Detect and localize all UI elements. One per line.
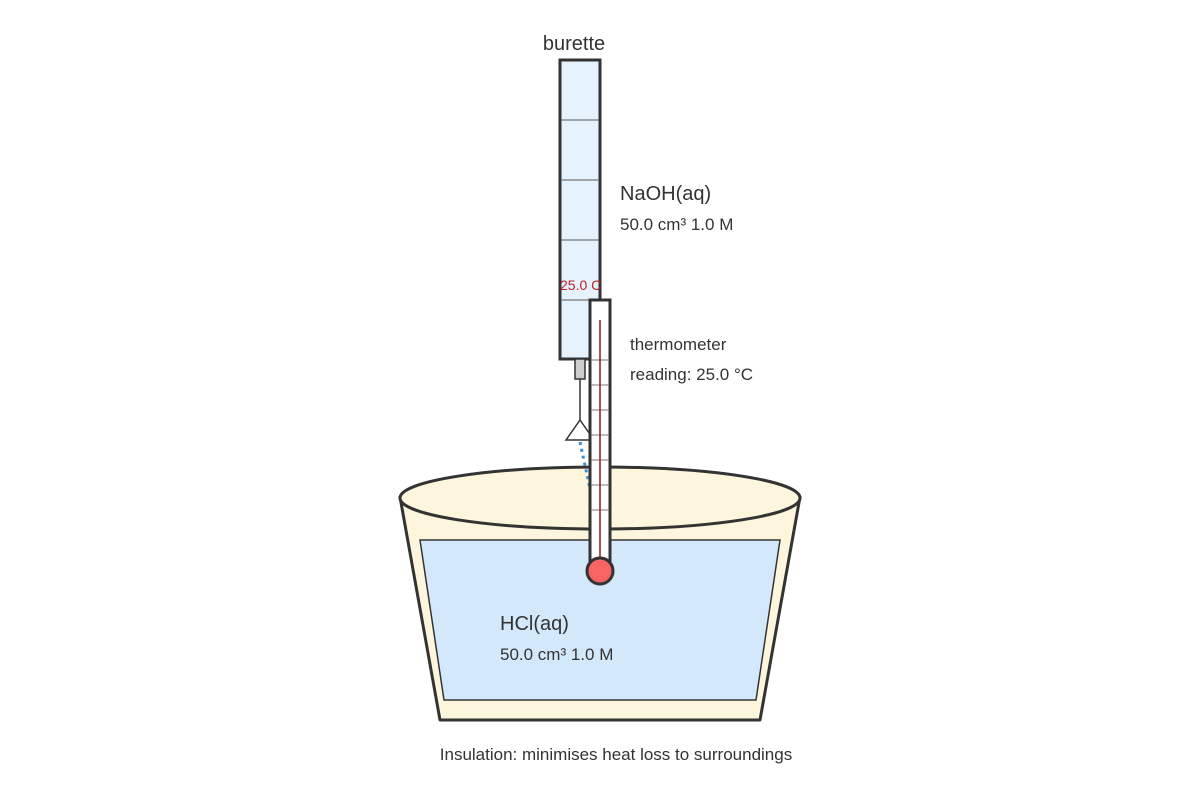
burette-stopcock	[574, 358, 586, 380]
hcl-label: HCl(aq)	[500, 613, 569, 635]
thermometer-scale-reading: 25.0 C	[560, 277, 601, 293]
burette-tip	[564, 418, 596, 441]
insulation-caption: Insulation: minimises heat loss to surro…	[440, 745, 792, 764]
burette-label: burette	[543, 33, 605, 55]
naoh-detail: 50.0 cm³ 1.0 M	[620, 215, 733, 234]
hcl-solution	[419, 539, 781, 701]
thermometer-label: thermometer	[630, 335, 727, 354]
thermometer-reading-label: reading: 25.0 °C	[630, 365, 753, 384]
thermometer-bulb	[585, 556, 615, 586]
naoh-label: NaOH(aq)	[620, 183, 711, 205]
thermometer	[585, 298, 615, 586]
hcl-detail: 50.0 cm³ 1.0 M	[500, 645, 613, 664]
